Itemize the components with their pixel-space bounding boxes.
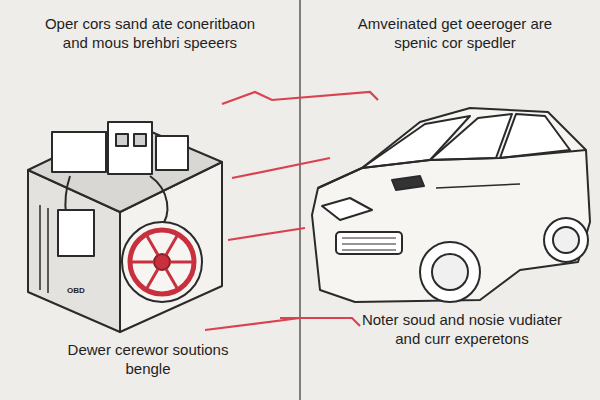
- caption-text: Oper cors sand ate coneritbaon and mous …: [40, 14, 260, 52]
- generator: [28, 122, 222, 332]
- caption-text: Noter soud and nosie vudiater and curr e…: [357, 310, 567, 348]
- caption-text: Dewer cerewor soutions bengle: [48, 340, 248, 378]
- car: [312, 108, 590, 302]
- caption-text: Amveinated get oeeroger are spenic cor s…: [345, 14, 565, 52]
- generator-wheel: [122, 222, 202, 302]
- divider: [299, 0, 300, 400]
- panel-label: OBD: [61, 286, 91, 295]
